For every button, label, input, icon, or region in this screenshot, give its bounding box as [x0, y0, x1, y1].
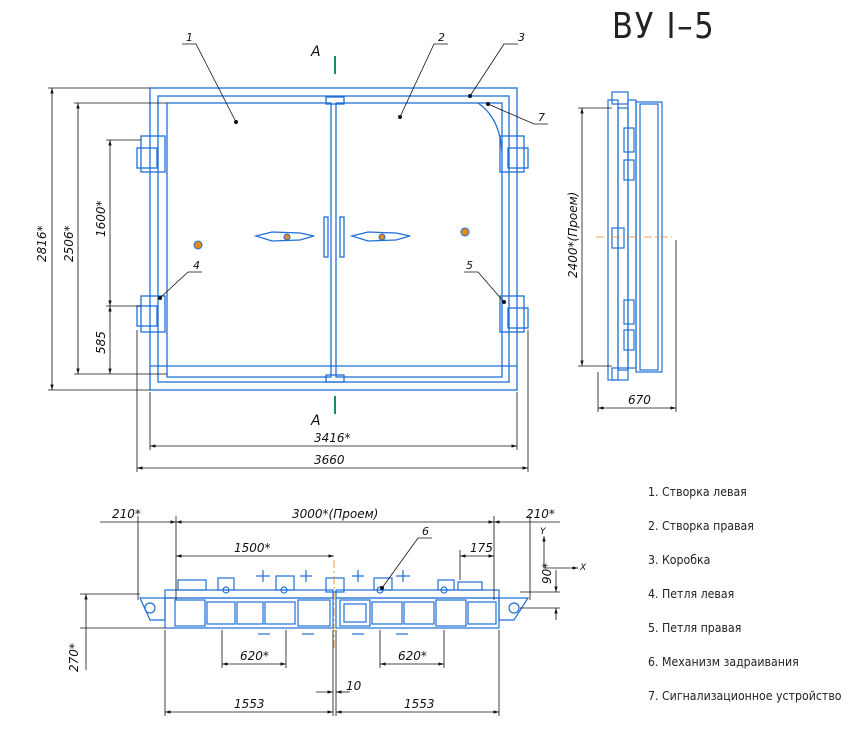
leaf-left: [166, 102, 332, 378]
dim-plan-620-right: 620*: [398, 649, 427, 663]
dim-plan-left-offset: 210*: [112, 507, 141, 521]
handle-left-bar: [323, 216, 329, 258]
dim-hinge-bottom: 585: [94, 331, 108, 354]
handle-right-bar: [339, 216, 345, 258]
side-view: [607, 91, 663, 381]
dim-plan-90: 90*: [540, 563, 554, 584]
callout-7: 7: [538, 111, 545, 124]
dim-plan-half: 1500*: [234, 541, 271, 555]
callout-3: 3: [518, 31, 525, 44]
dim-width-inner: 3416*: [314, 431, 351, 445]
callout-1: 1: [186, 31, 193, 44]
dim-plan-right-offset: 210*: [526, 507, 555, 521]
section-mark-bottom: А: [310, 413, 321, 429]
front-view-marks: [193, 227, 470, 250]
dim-height-total: 2816*: [35, 225, 49, 262]
hinge-left-bottom: [136, 305, 158, 327]
legend-item: 7. Сигнализационное устройство: [648, 688, 842, 703]
legend-item: 4. Петля левая: [648, 586, 735, 601]
handle-right: [349, 231, 411, 242]
axis-y: Y: [540, 527, 547, 537]
parts-legend: 1. Створка левая 2. Створка правая 3. Ко…: [648, 478, 852, 716]
handle-left: [253, 231, 315, 242]
hinge-right-top: [507, 147, 529, 169]
callout-4: 4: [193, 259, 200, 272]
legend-item: 2. Створка правая: [648, 518, 754, 533]
callout-5: 5: [466, 259, 473, 272]
axis-x: X: [579, 563, 587, 573]
leaf-right: [335, 102, 503, 378]
frame-inner: [157, 95, 510, 383]
legend-item: 3. Коробка: [648, 552, 711, 567]
dim-plan-opening: 3000*(Проем): [292, 507, 378, 521]
hinge-right-bottom: [507, 307, 529, 329]
legend-item: 1. Створка левая: [648, 484, 747, 499]
dim-side-opening: 2400*(Проем): [566, 192, 580, 278]
drawing-title: ВУ I–5: [612, 6, 716, 47]
front-dimensions: [48, 43, 548, 472]
dim-plan-leaf-right: 1553: [404, 697, 435, 711]
door-frame: [149, 87, 518, 391]
section-mark-top: А: [310, 44, 321, 60]
dim-height-inner: 2506*: [62, 225, 76, 262]
hinge-left-top: [136, 147, 158, 169]
dim-plan-270: 270*: [67, 643, 81, 672]
legend-item: 5. Петля правая: [648, 620, 742, 635]
callout-6: 6: [422, 525, 429, 538]
dim-plan-175: 175: [470, 541, 493, 555]
dim-side-depth: 670: [628, 393, 651, 407]
dim-width-total: 3660: [314, 453, 345, 467]
side-dimensions: [578, 107, 677, 412]
dim-plan-620-left: 620*: [240, 649, 269, 663]
callout-2: 2: [438, 31, 445, 44]
front-view: [136, 56, 529, 414]
dim-plan-leaf-left: 1553: [234, 697, 265, 711]
dim-hinge-spacing: 1600*: [94, 200, 108, 237]
leader-dots: [158, 94, 506, 304]
plan-dimensions: [80, 516, 578, 716]
plan-view: [139, 570, 530, 635]
legend-item: 6. Механизм задраивания: [648, 654, 799, 669]
dim-plan-gap: 10: [346, 679, 362, 693]
